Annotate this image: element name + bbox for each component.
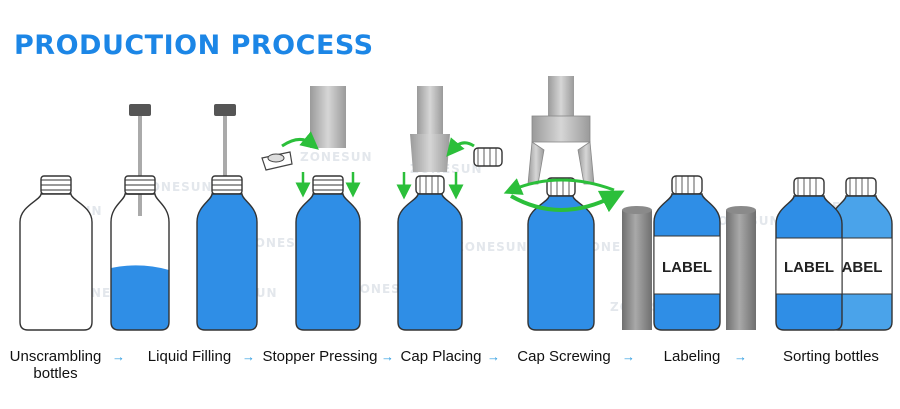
filled-bottle [196,104,258,331]
step-label-cap-placing: Cap Placing [400,348,482,365]
step-label-unscrambling: Unscrambling bottles [8,348,103,382]
step-label-line: Unscrambling [9,348,102,365]
watermark: ZONESUN [455,240,528,254]
cap-screwing [503,76,625,331]
bottle-label-text: LABEL [784,259,834,276]
step-label-labeling: Labeling [663,348,721,365]
watermark: ZONESUN [140,180,213,194]
step-label-cap-screwing: Cap Screwing [517,348,611,365]
step-label-liquid-filling: Liquid Filling [147,348,232,365]
arrow-icon: → [734,349,747,364]
cap-placing [396,86,503,331]
sorted-bottles [775,177,893,331]
filling-bottle [110,104,170,331]
step-label-stopper-pressing: Stopper Pressing [262,348,378,365]
bottle-label-text: LABEL [662,259,712,276]
step-label-sorting-bottles: Sorting bottles [783,348,879,365]
arrow-icon: → [487,349,500,364]
watermark: ZONESUN [300,150,373,164]
arrow-icon: → [381,349,394,364]
labeling [622,175,756,331]
step-label-line: bottles [33,365,78,382]
arrow-icon: → [622,349,635,364]
stopper-pressing [261,86,361,331]
empty-bottle [19,175,93,331]
arrow-icon: → [112,349,125,364]
page-title: PRODUCTION PROCESS [14,30,374,61]
bottle-label-text-partial: ABEL [842,259,883,276]
arrow-icon: → [242,349,255,364]
